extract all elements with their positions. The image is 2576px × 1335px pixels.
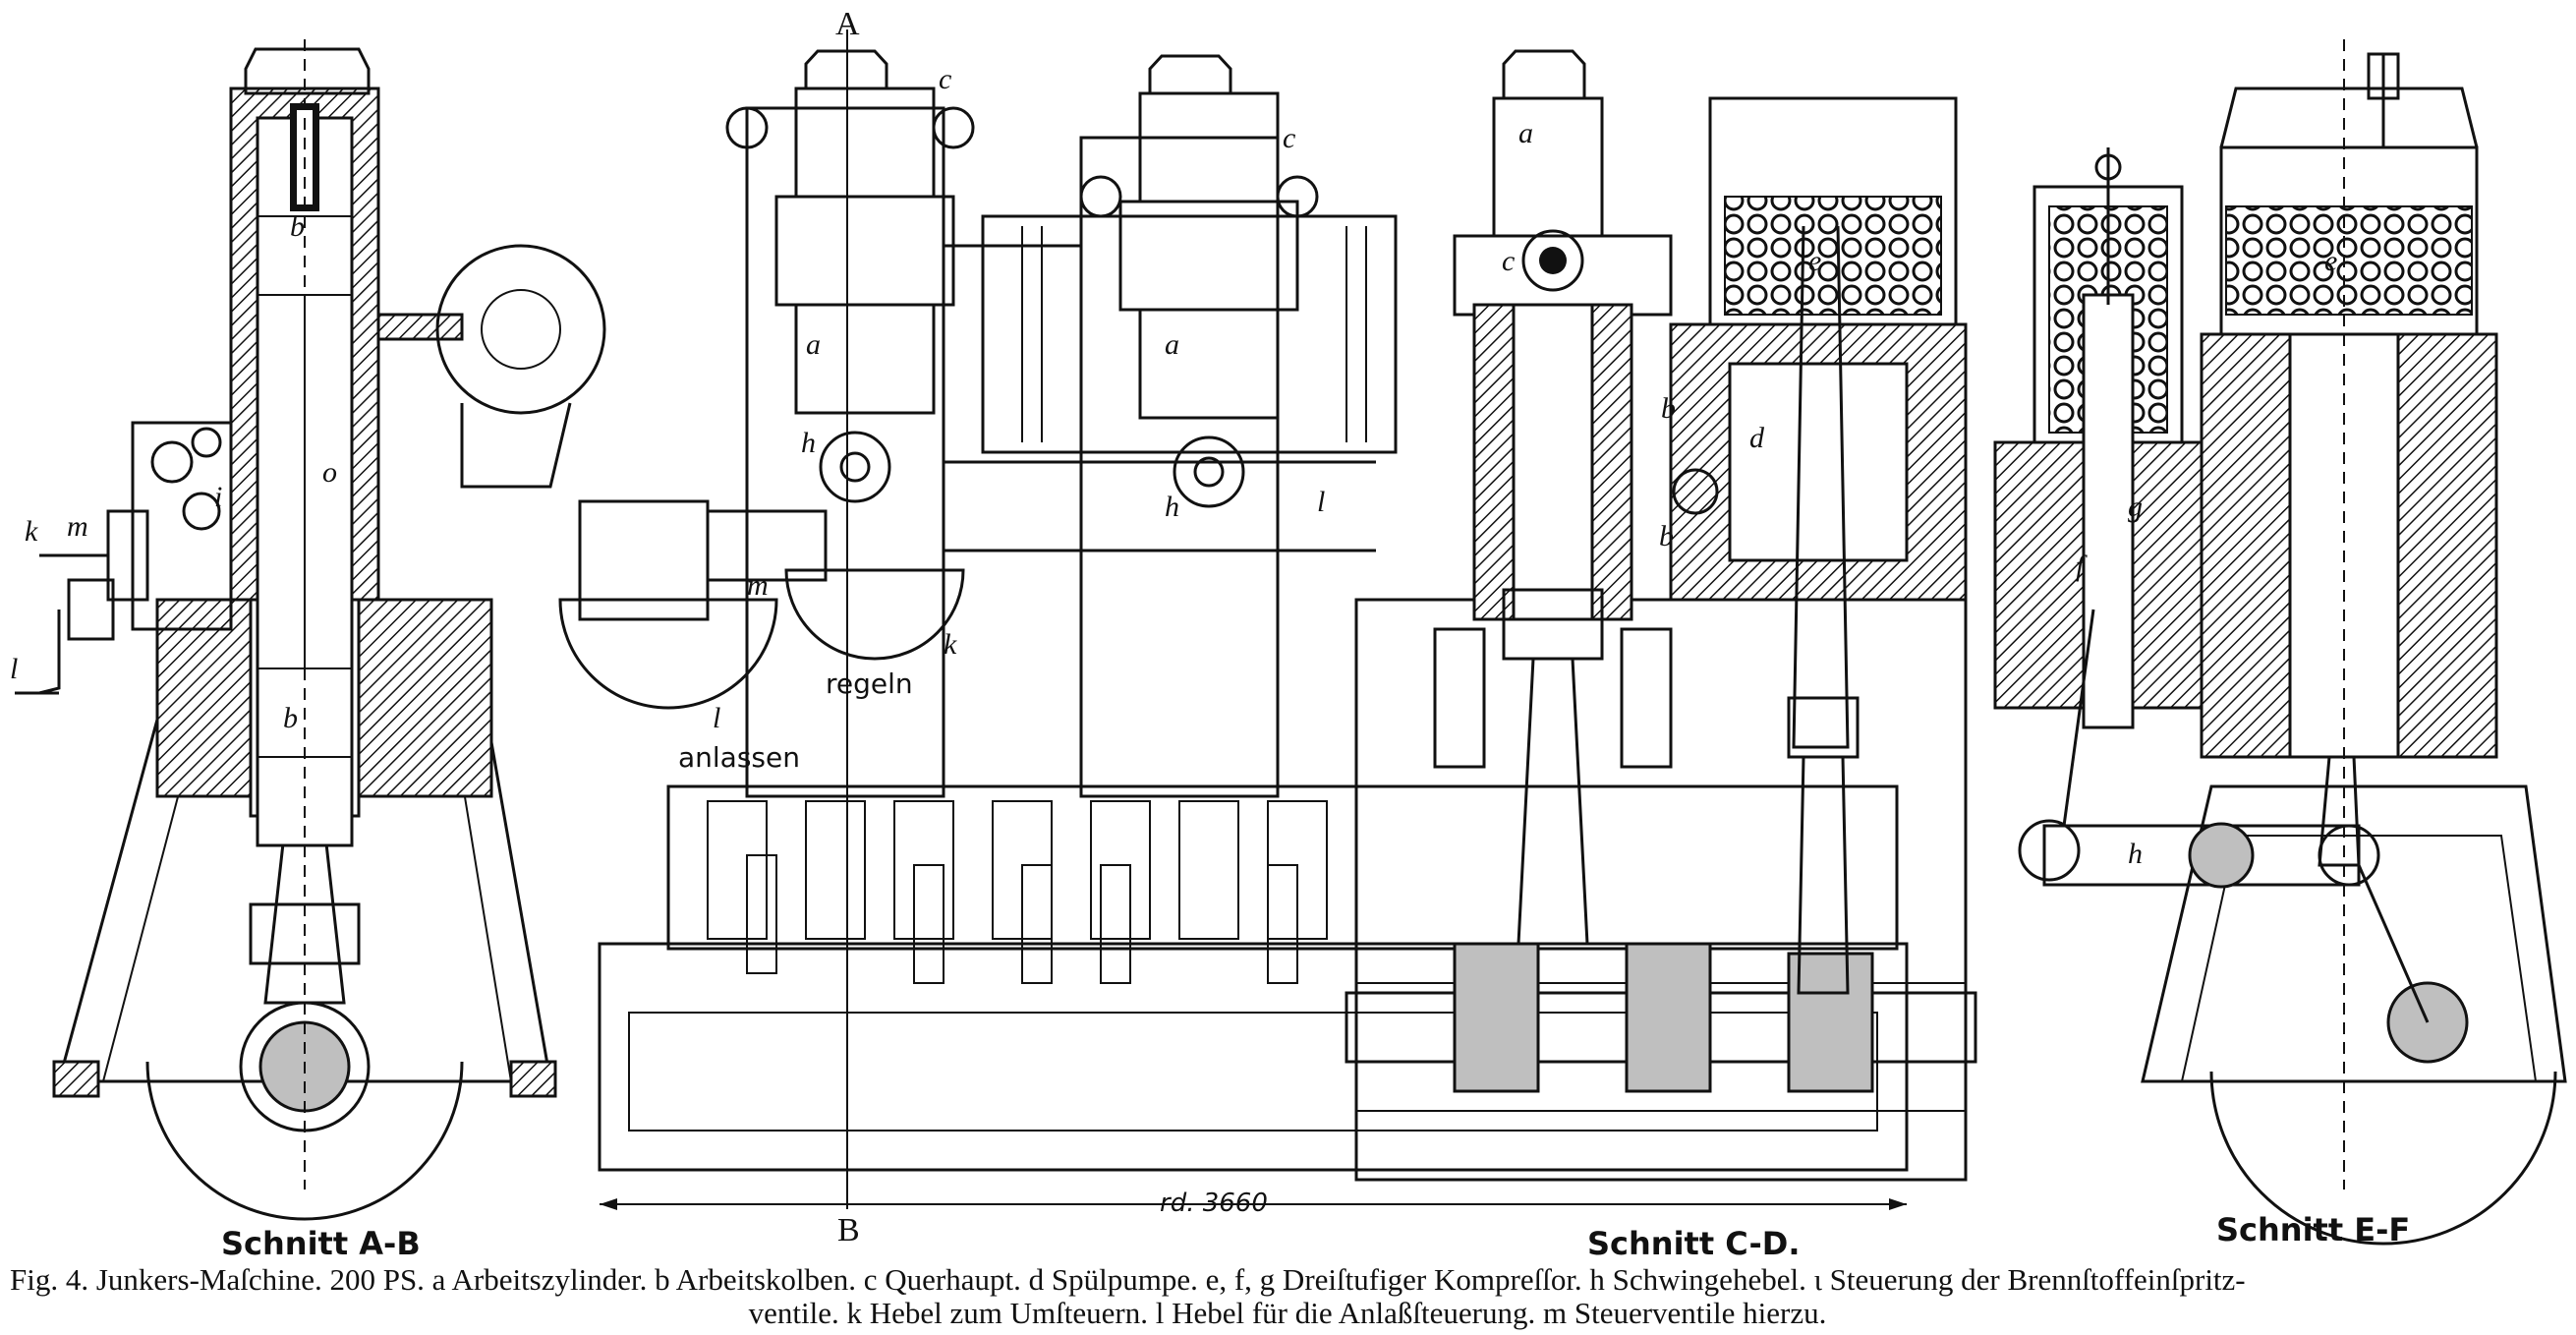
part-label-g: g [2128, 491, 2143, 523]
part-label-c3: c [1502, 245, 1515, 277]
part-label-a3: a [1518, 117, 1533, 149]
caption-line-2: ventile. k Hebel zum Umſteuern. l Hebel … [748, 1296, 1827, 1330]
part-label-e-ef: e [2324, 245, 2337, 277]
section-ef-view [1993, 39, 2567, 1246]
part-label-l-low: l [713, 702, 720, 734]
part-label-e-cd: e [1808, 245, 1821, 277]
part-label-b3: b [1661, 392, 1676, 425]
caption-line-1: Fig. 4. Junkers-Maſchine. 200 PS. a Arbe… [10, 1262, 2246, 1297]
part-label-a1: a [806, 328, 821, 361]
part-label-k-left: k [25, 515, 38, 548]
longitudinal-view [558, 29, 1909, 1210]
part-label-c2: c [1283, 122, 1295, 154]
part-label-i: i [214, 481, 222, 513]
part-label-b4: b [1659, 520, 1674, 552]
section-cd-view [1345, 49, 1977, 1182]
part-label-h2: h [1165, 491, 1179, 523]
dimension-label: rd. 3660 [1160, 1189, 1268, 1218]
section-label-ab: Schnitt A-B [221, 1225, 421, 1262]
part-label-l-left: l [10, 653, 18, 685]
part-label-d: d [1749, 422, 1765, 454]
section-label-ef: Schnitt E-F [2216, 1211, 2410, 1248]
part-label-c1: c [939, 63, 951, 95]
marker-a: A [835, 6, 860, 42]
part-label-b-bottom: b [283, 702, 298, 734]
annotation-anlassen: anlassen [678, 741, 800, 774]
marker-b: B [837, 1212, 860, 1248]
section-ab-view [15, 39, 606, 1221]
part-label-k-mid: k [944, 628, 957, 661]
part-label-h1: h [801, 427, 816, 459]
part-label-m-left: m [67, 510, 88, 543]
part-label-b-top: b [290, 210, 305, 243]
annotation-regeln: regeln [826, 668, 913, 700]
section-label-cd: Schnitt C-D. [1587, 1225, 1801, 1262]
figure-caption: Fig. 4. Junkers-Maſchine. 200 PS. a Arbe… [10, 1263, 2565, 1330]
part-label-a2: a [1165, 328, 1179, 361]
part-label-h3: h [2128, 838, 2143, 870]
part-label-m-mid: m [747, 569, 769, 602]
part-label-o: o [322, 456, 337, 489]
part-label-l-mid: l [1317, 486, 1325, 518]
